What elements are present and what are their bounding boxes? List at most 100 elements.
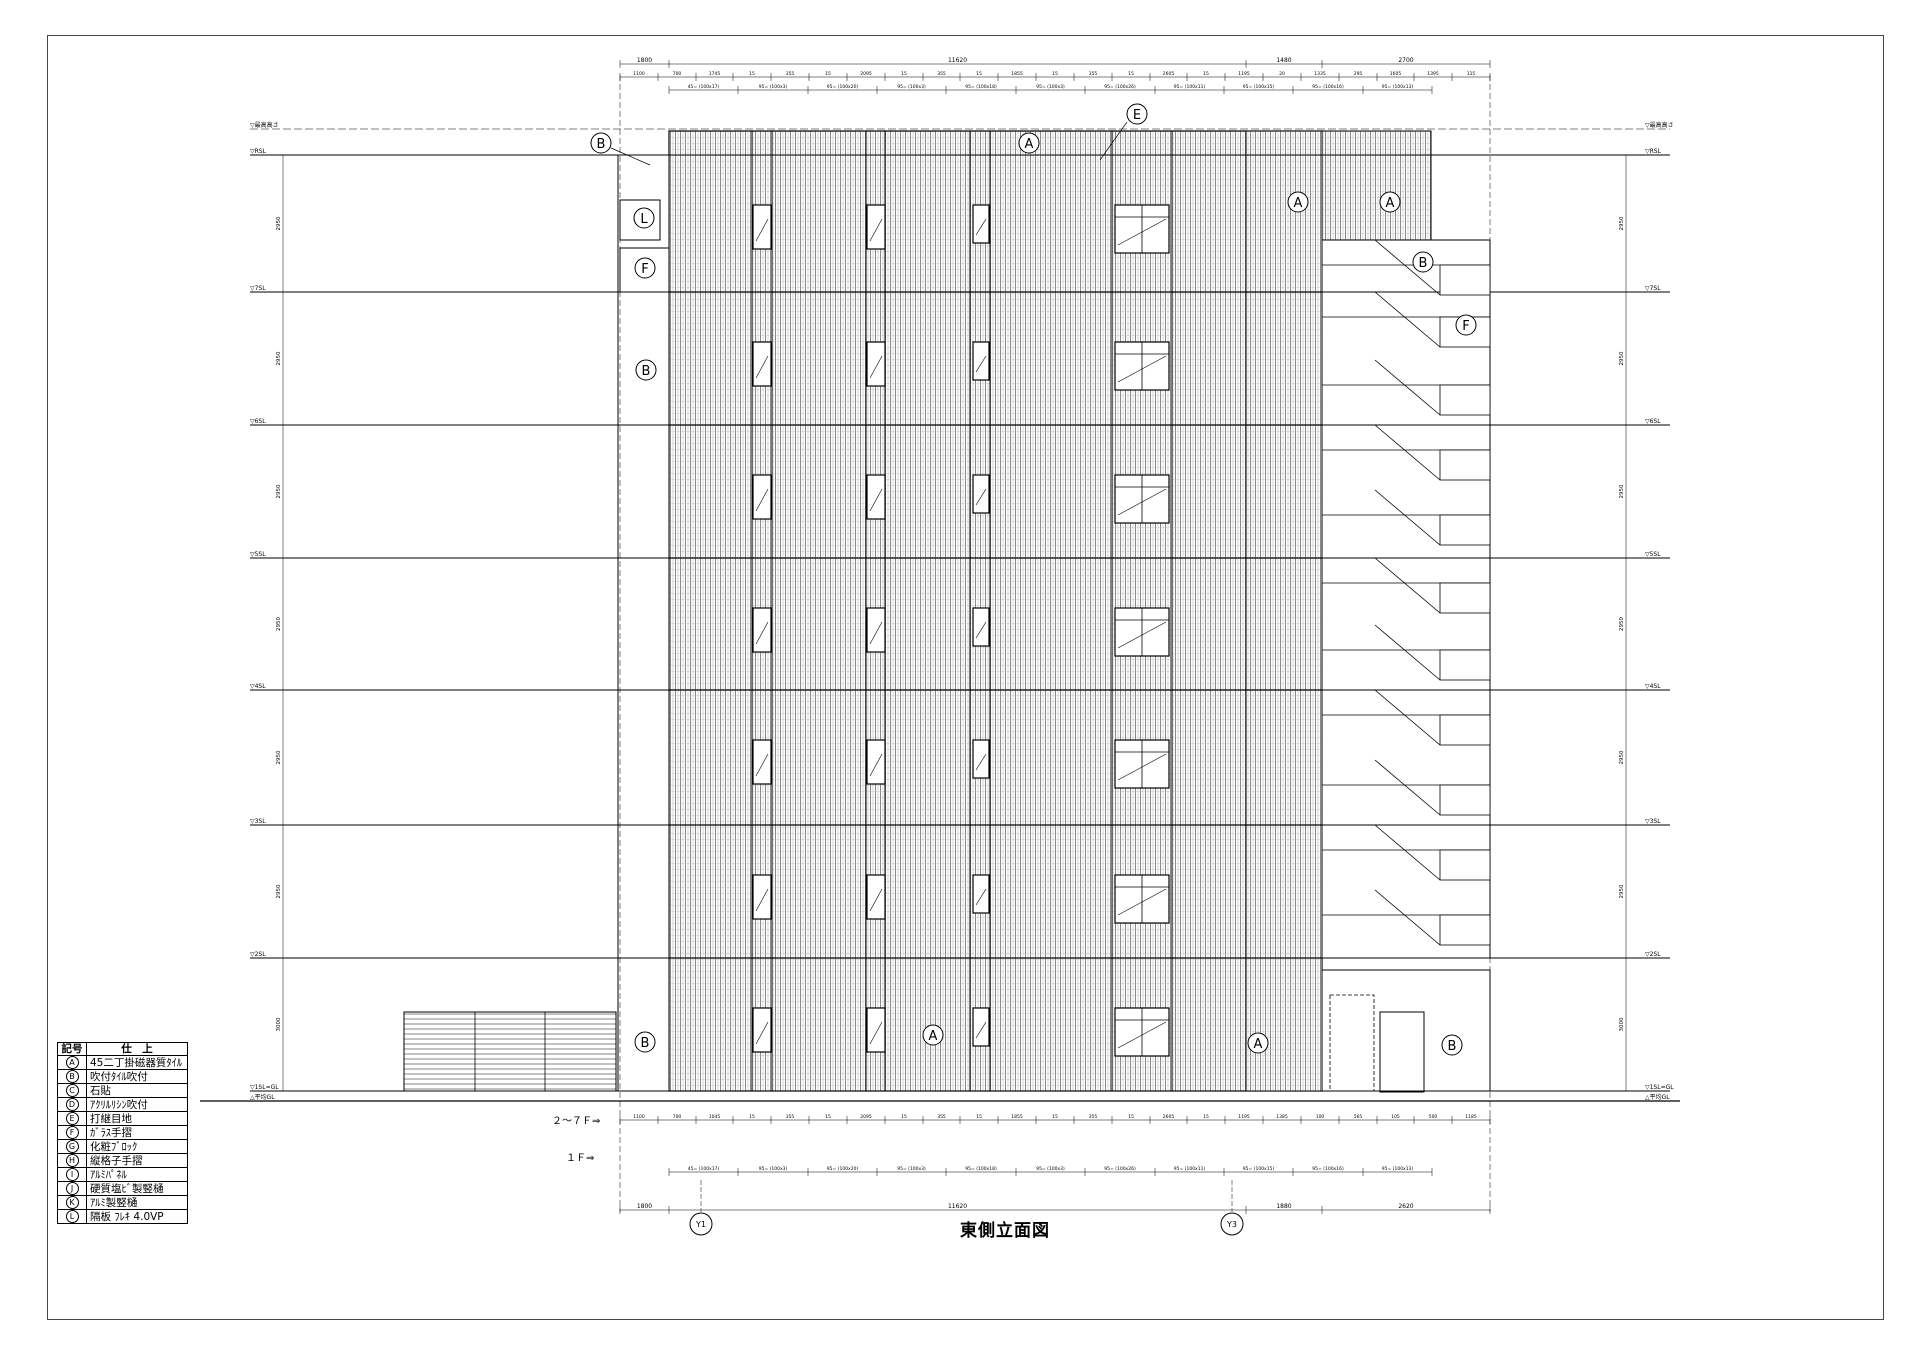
level-rsl-label-right: ▽RSL	[1645, 148, 1662, 155]
balcony-railing	[1439, 849, 1491, 881]
sheet-frame	[47, 35, 1884, 1320]
legend-finish: 打継目地	[86, 1111, 188, 1127]
window-narrow-c-glass-mark	[975, 488, 987, 506]
window-narrow-b	[866, 204, 886, 250]
dimension-value: 15	[901, 1114, 907, 1120]
window-narrow-a-glass-mark	[755, 621, 769, 645]
dimension-value: 11620	[948, 1203, 967, 1210]
drawing-title: 東側立面図	[960, 1221, 1050, 1241]
dimension-value: 15	[901, 71, 907, 77]
window-narrow-b-glass-mark	[869, 753, 883, 777]
stair-diagonal	[1374, 557, 1441, 614]
level-top-label-left: ▽最高高さ	[250, 121, 279, 129]
dimension-value: 1800	[637, 57, 652, 64]
floor-height-value: 2950	[276, 216, 282, 230]
legend-finish: ｱｸﾘﾙﾘｼﾝ吹付	[86, 1097, 188, 1113]
finish-callout-circle	[1247, 1032, 1269, 1054]
legend-code-symbol: L	[65, 1210, 79, 1223]
window-narrow-b-glass-mark	[869, 488, 883, 512]
dimension-value: 355	[786, 1114, 795, 1120]
dimension-value: 15	[976, 71, 982, 77]
floor-height-value: 2950	[276, 884, 282, 898]
level-1sl-label-left: ▽1SL=GL	[250, 1084, 279, 1091]
legend-code: L	[57, 1209, 87, 1225]
level-avg-gl-label-right: △平均GL	[1645, 1093, 1670, 1101]
floor-note-lower: １Ｆ⇒	[566, 1153, 595, 1164]
level-5sl-label-left: ▽5SL	[250, 551, 266, 558]
entrance-door-right	[1379, 1011, 1425, 1093]
finish-callout-circle	[1412, 251, 1434, 273]
floor-height-value: 2950	[1619, 351, 1625, 365]
window-narrow-c	[972, 739, 990, 779]
floor-height-value: 2950	[276, 750, 282, 764]
window-narrow-b	[866, 874, 886, 920]
dimension-value: 1335	[1314, 71, 1326, 77]
legend-code-symbol: D	[65, 1098, 79, 1111]
window-narrow-b-glass-mark	[869, 1021, 883, 1045]
floor-height-value: 2950	[1619, 216, 1625, 230]
callout-leader	[610, 147, 651, 166]
level-avg-gl-label-left: △平均GL	[250, 1093, 275, 1101]
finish-callout-letter: A	[1294, 196, 1303, 211]
level-6sl-label-right: ▽6SL	[1645, 418, 1661, 425]
dimension-value: 95= (100x16)	[1312, 84, 1344, 90]
window-narrow-a	[752, 341, 772, 387]
balcony-railing	[1439, 384, 1491, 416]
dimension-value: 355	[1089, 71, 1098, 77]
balcony-railing	[1439, 914, 1491, 946]
stair-diagonal	[1374, 824, 1441, 881]
legend-code-symbol: G	[65, 1140, 79, 1153]
dimension-value: 1195	[1238, 71, 1250, 77]
legend-code-symbol: F	[65, 1126, 79, 1139]
level-2sl-label-left: ▽2SL	[250, 951, 266, 958]
stair-diagonal	[1374, 291, 1441, 348]
finish-callout-letter: B	[597, 137, 606, 152]
finish-callout-circle	[1126, 103, 1148, 125]
dimension-value: 11620	[948, 57, 967, 64]
dimension-value: 95= (100x16)	[1312, 1166, 1344, 1172]
windows	[752, 204, 1170, 1057]
dimension-value: 1745	[709, 71, 721, 77]
finish-callout-circle	[1455, 314, 1477, 336]
window-narrow-a-glass-mark	[755, 218, 769, 242]
legend-header-finish: 仕 上	[86, 1041, 188, 1057]
dimension-value: 95= (100x11)	[1174, 84, 1206, 90]
dimension-value: 95= (100x18)	[965, 84, 997, 90]
window-narrow-c	[972, 607, 990, 647]
finish-callout-letter: L	[640, 212, 648, 227]
dimension-value: 2605	[1163, 71, 1175, 77]
dimension-value: 2095	[860, 71, 872, 77]
finish-callout-letter: E	[1133, 108, 1141, 123]
dimension-value: 1045	[709, 1114, 721, 1120]
window-narrow-a-glass-mark	[755, 355, 769, 379]
dimension-value: 2620	[1398, 1203, 1413, 1210]
floor-note-upper: ２～７Ｆ⇒	[552, 1116, 601, 1127]
level-1sl-label-right: ▽1SL=GL	[1645, 1084, 1674, 1091]
glass-railing-top	[619, 247, 670, 293]
stair-diagonal	[1374, 759, 1441, 816]
floor-height-value: 2950	[1619, 617, 1625, 631]
dimension-value: 355	[786, 71, 795, 77]
dimension-value: 1185	[1465, 1114, 1477, 1120]
floor-height-value: 2950	[1619, 884, 1625, 898]
level-4sl-label-right: ▽4SL	[1645, 683, 1661, 690]
legend-code: A	[57, 1055, 87, 1071]
dimension-value: 1605	[1390, 71, 1402, 77]
dimension-value: 700	[673, 71, 682, 77]
stair-diagonal	[1374, 359, 1441, 416]
grid-marker-label: Y1	[695, 1220, 706, 1229]
finish-callout-circle	[1287, 191, 1309, 213]
legend-row: G 化粧ﾌﾞﾛｯｸ	[57, 1139, 188, 1155]
window-narrow-a-glass-mark	[755, 488, 769, 512]
dimension-value: 355	[1089, 1114, 1098, 1120]
dimension-value: 15	[976, 1114, 982, 1120]
dimension-value: 95= (100x3)	[1036, 1166, 1065, 1172]
main-facade-tiles	[668, 130, 1323, 1092]
stair-diagonal	[1374, 424, 1441, 481]
legend-finish: 化粧ﾌﾞﾛｯｸ	[86, 1139, 188, 1155]
